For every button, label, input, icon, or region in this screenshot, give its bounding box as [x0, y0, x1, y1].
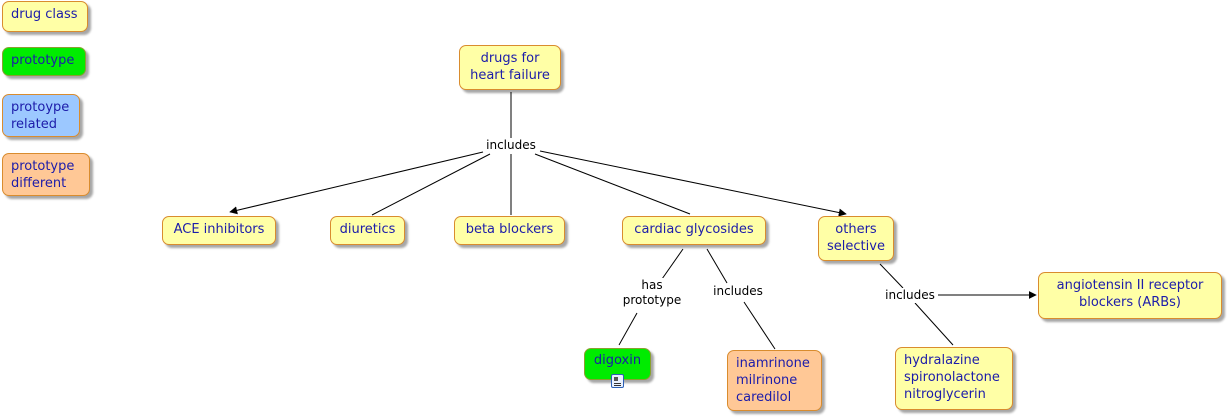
link-includes-to-diuretics — [371, 153, 491, 216]
link-cardiac-to-includes — [706, 248, 728, 284]
link-cardiac-to-hasprototype — [661, 248, 684, 280]
link-includes-to-cardiac — [534, 153, 691, 215]
link-includes-to-ace — [229, 151, 484, 215]
link-includes-to-others — [539, 150, 847, 217]
node-others-selective[interactable]: others selective — [818, 216, 894, 261]
link-includes-to-hydralazine — [914, 302, 954, 346]
node-angiotensin-ii-receptor-blockers[interactable]: angiotensin II receptor blockers (ARBs) — [1038, 272, 1222, 319]
legend-drug-class: drug class — [2, 1, 88, 32]
label-includes-cardiac: includes — [710, 284, 766, 299]
node-beta-blockers[interactable]: beta blockers — [454, 216, 565, 245]
node-ace-inhibitors[interactable]: ACE inhibitors — [162, 216, 276, 245]
label-includes-root: includes — [484, 138, 538, 153]
node-drugs-for-heart-failure[interactable]: drugs for heart failure — [459, 45, 561, 90]
link-others-to-includes — [879, 263, 904, 289]
legend-prototype-different: prototype different — [2, 153, 90, 196]
node-diuretics[interactable]: diuretics — [330, 216, 405, 245]
document-icon[interactable] — [611, 374, 624, 388]
link-includes-to-inamrinone — [743, 301, 776, 350]
link-hasprototype-to-digoxin — [618, 312, 638, 346]
legend-prototype: prototype — [2, 47, 86, 76]
label-has-prototype: has prototype — [618, 278, 686, 308]
node-inamrinone-milrinone-caredilol[interactable]: inamrinone milrinone caredilol — [727, 350, 822, 411]
node-hydralazine-spironolactone-nitroglycerin[interactable]: hydralazine spironolactone nitroglycerin — [895, 347, 1013, 410]
node-cardiac-glycosides[interactable]: cardiac glycosides — [622, 216, 766, 245]
legend-prototype-related: protoype related — [2, 94, 80, 137]
label-includes-others: includes — [882, 288, 938, 303]
